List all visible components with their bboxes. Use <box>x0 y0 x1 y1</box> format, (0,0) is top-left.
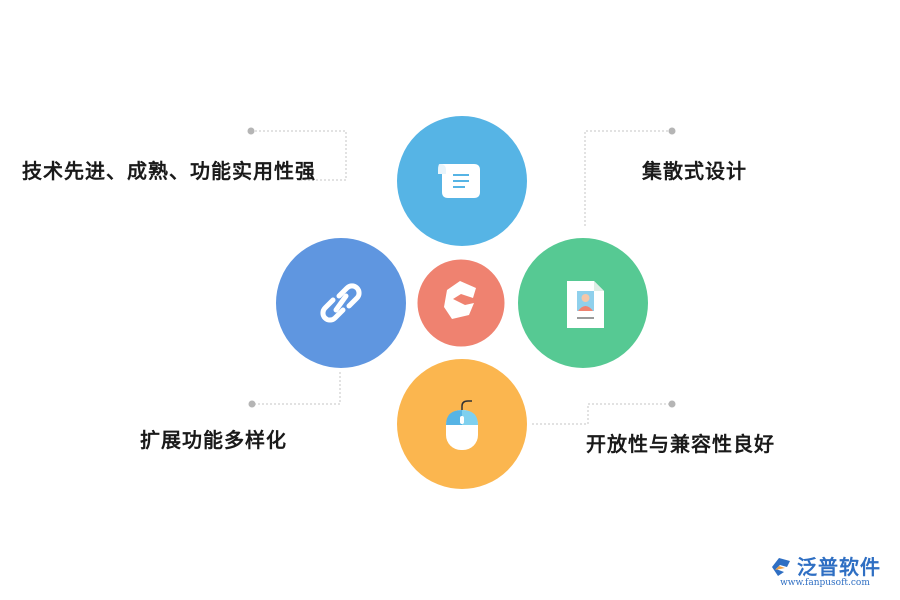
mouse-icon <box>446 400 478 450</box>
dot-bottom-right <box>668 400 676 408</box>
brand-logo-icon <box>444 281 476 319</box>
dot-bottom-left <box>248 400 256 408</box>
brand-url: www.fanpusoft.com <box>780 578 870 588</box>
connectors <box>251 130 672 425</box>
feature-label-distributed-design: 集散式设计 <box>642 159 747 183</box>
feature-label-extensions: 扩展功能多样化 <box>140 428 287 452</box>
brand-watermark: 泛普软件 www.fanpusoft.com <box>760 551 890 588</box>
brand-name: 泛普软件 <box>797 555 881 579</box>
id-card-icon <box>567 281 604 328</box>
dot-top-left <box>247 127 255 135</box>
scroll-icon <box>438 164 480 198</box>
connector-top-right <box>584 130 672 227</box>
feature-label-advanced: 技术先进、成熟、功能实用性强 <box>22 159 316 183</box>
feature-label-compatibility: 开放性与兼容性良好 <box>586 432 775 456</box>
brand-row: 泛普软件 <box>760 551 890 580</box>
link-icon <box>320 283 362 323</box>
connector-bottom-left <box>252 372 341 405</box>
connector-dots <box>247 127 676 408</box>
brand-mark-icon <box>772 557 790 576</box>
connector-bottom-right <box>528 403 672 425</box>
dot-top-right <box>668 127 676 135</box>
